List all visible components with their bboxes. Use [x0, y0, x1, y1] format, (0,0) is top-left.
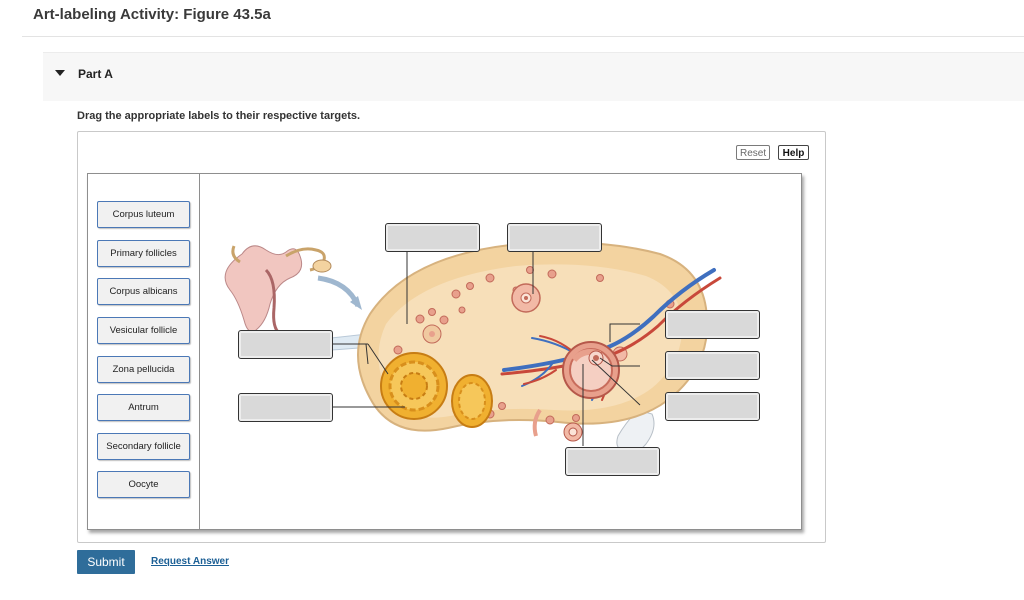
label-chip-corpus-luteum[interactable]: Corpus luteum	[97, 201, 190, 228]
drop-target-right-2[interactable]	[665, 351, 760, 380]
labeling-workspace: Corpus luteum Primary follicles Corpus a…	[87, 173, 802, 530]
submit-button[interactable]: Submit	[77, 550, 135, 574]
label-chip-zona-pellucida[interactable]: Zona pellucida	[97, 356, 190, 383]
instructions-text: Drag the appropriate labels to their res…	[77, 110, 361, 122]
zoom-arrowhead-icon	[350, 296, 362, 310]
label-chip-primary-follicles[interactable]: Primary follicles	[97, 240, 190, 267]
drop-target-top-right[interactable]	[507, 223, 602, 252]
reproductive-tract-inset	[224, 245, 332, 336]
label-chip-antrum[interactable]: Antrum	[97, 394, 190, 421]
label-chip-secondary-follicle[interactable]: Secondary follicle	[97, 433, 190, 460]
request-answer-link[interactable]: Request Answer	[151, 556, 229, 567]
drop-target-right-1[interactable]	[665, 310, 760, 339]
drop-target-lower-left[interactable]	[238, 393, 333, 422]
part-label: Part A	[78, 67, 113, 81]
label-chip-vesicular-follicle[interactable]: Vesicular follicle	[97, 317, 190, 344]
part-a-header[interactable]: Part A	[43, 52, 1024, 101]
drop-target-mid-left[interactable]	[238, 330, 333, 359]
corpus-luteum-illustration	[380, 352, 448, 420]
help-button[interactable]: Help	[778, 145, 809, 160]
blood-vessels	[500, 268, 722, 401]
activity-title: Art-labeling Activity: Figure 43.5a	[33, 6, 271, 23]
drop-target-right-3[interactable]	[665, 392, 760, 421]
leader-lines	[310, 252, 641, 446]
caret-down-icon[interactable]	[55, 70, 65, 76]
label-bank: Corpus luteum Primary follicles Corpus a…	[88, 174, 200, 529]
title-divider	[22, 36, 1024, 37]
drop-target-top-left[interactable]	[385, 223, 480, 252]
label-chip-oocyte[interactable]: Oocyte	[97, 471, 190, 498]
label-chip-corpus-albicans[interactable]: Corpus albicans	[97, 278, 190, 305]
art-labeling-activity: Reset Help Corpus luteum Primary follicl…	[77, 131, 826, 543]
corpus-luteum-small-illustration	[451, 374, 493, 428]
drop-target-bottom[interactable]	[565, 447, 660, 476]
vesicular-follicle-illustration	[562, 341, 620, 399]
reset-button[interactable]: Reset	[736, 145, 770, 160]
